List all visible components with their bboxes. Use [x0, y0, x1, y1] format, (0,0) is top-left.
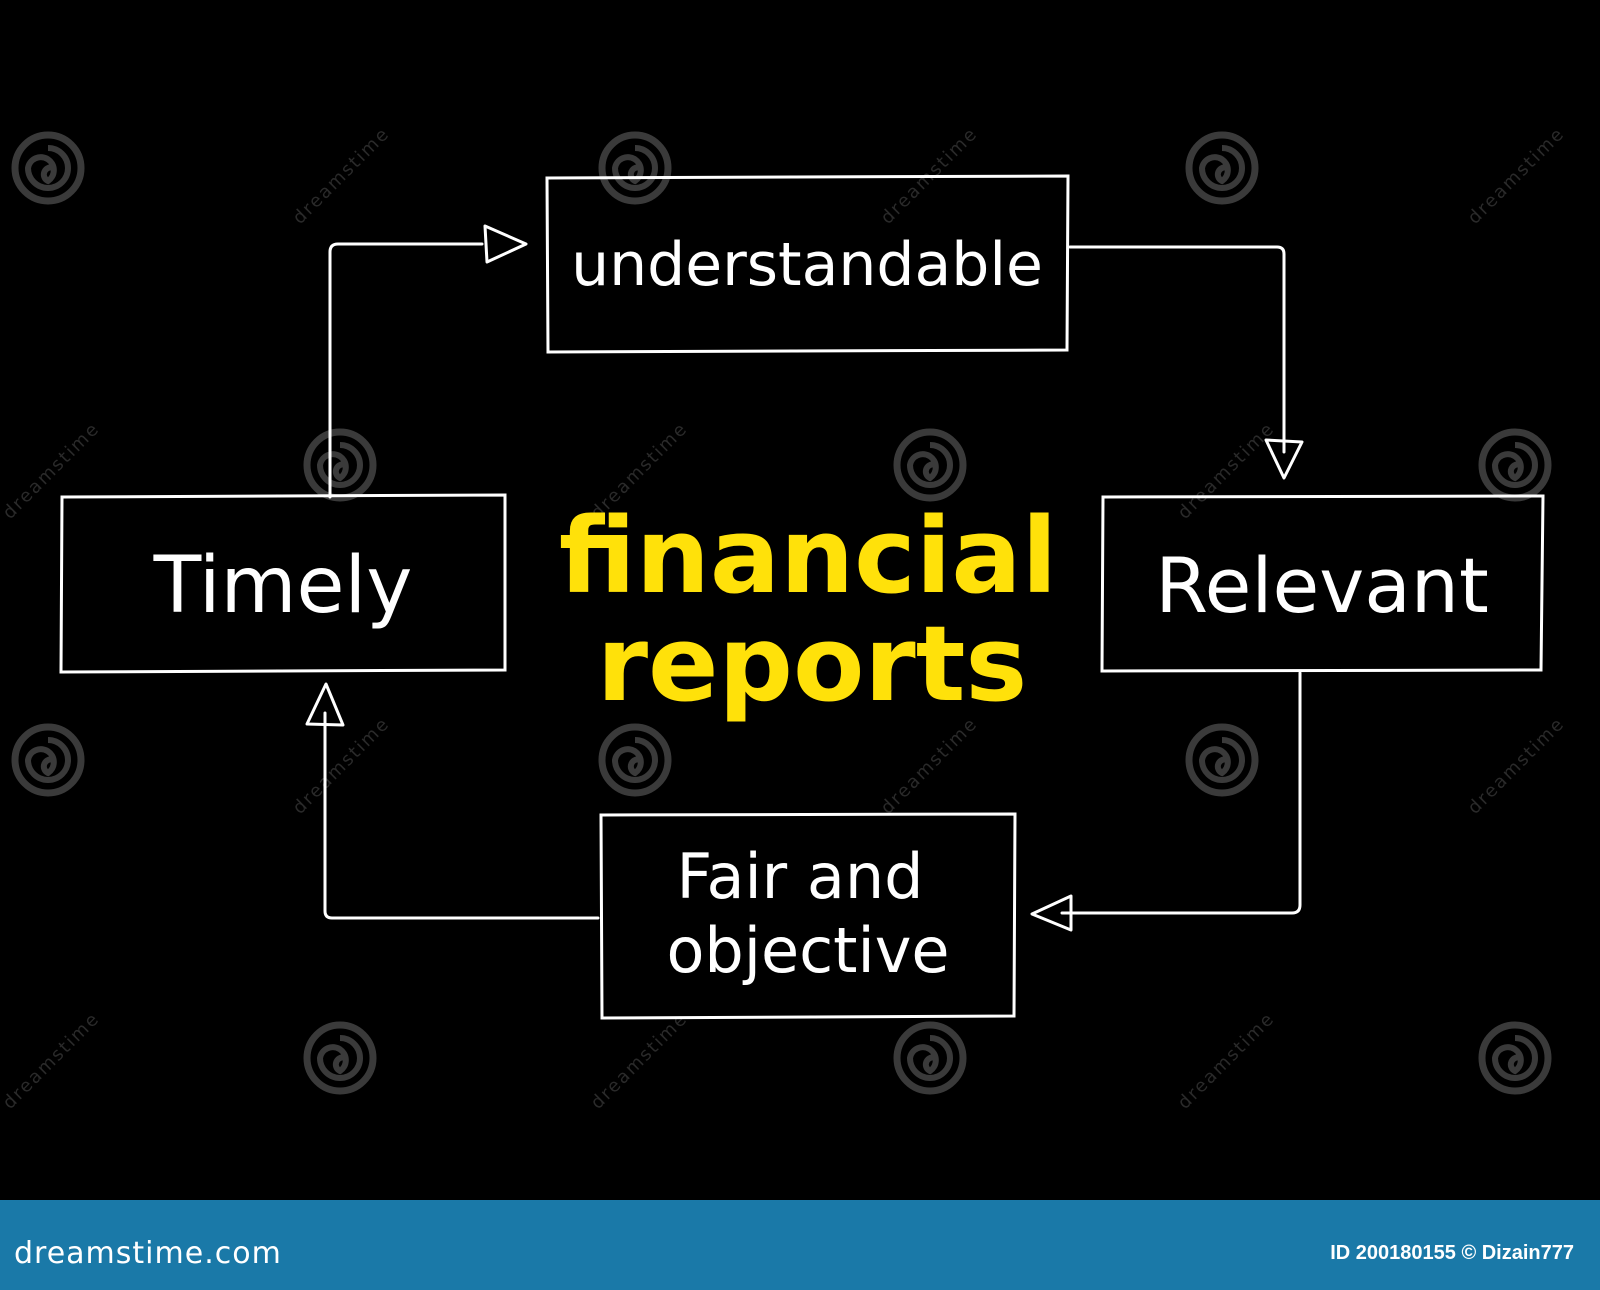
spiral-logo-icon: [1482, 1025, 1548, 1091]
connector-top-to-right: [1068, 245, 1286, 454]
arrowheads: [305, 224, 1304, 932]
arrow-down-icon: [1264, 438, 1304, 480]
arrow-left-icon: [1030, 894, 1073, 932]
spiral-logo-icon: [307, 432, 373, 498]
node-objective: objective: [666, 914, 949, 987]
cycle-diagram: dreamstime dreamstime dreamstime dreamst…: [0, 123, 1569, 1113]
spiral-logo-icon: [602, 727, 668, 793]
arrow-right-icon: [483, 224, 528, 264]
node-relevant: Relevant: [1155, 541, 1489, 630]
node-boxes: [59, 174, 1545, 1020]
node-fair-and: Fair and: [676, 840, 923, 913]
spiral-logo-icon: [1189, 135, 1255, 201]
node-understandable: understandable: [571, 230, 1043, 300]
spiral-logo-icon: [15, 135, 81, 201]
spiral-logo-icon: [602, 135, 668, 201]
box-understandable: [545, 174, 1070, 354]
box-fair-objective: [599, 812, 1017, 1020]
connector-bottom-to-left: [323, 711, 600, 920]
node-timely: Timely: [153, 541, 413, 631]
spiral-logo-icon: [897, 1025, 963, 1091]
spiral-logo-icon: [897, 432, 963, 498]
spiral-logo-icon: [1482, 432, 1548, 498]
center-title-line1: financial: [559, 495, 1057, 617]
watermark-text: dreamstime: [1174, 418, 1279, 523]
watermark-text: dreamstime: [1174, 1008, 1279, 1113]
footer-brand[interactable]: dreamstime.com: [14, 1236, 282, 1271]
watermark-text: dreamstime: [1464, 123, 1569, 228]
watermark-text: dreamstime: [0, 1008, 104, 1113]
spiral-logo-icon: [307, 1025, 373, 1091]
watermark-text: dreamstime: [289, 123, 394, 228]
arrow-up-icon: [305, 682, 345, 727]
watermark-text: dreamstime: [0, 418, 104, 523]
spiral-logo-icon: [1189, 727, 1255, 793]
box-relevant: [1100, 494, 1545, 673]
connector-left-to-top: [328, 242, 484, 499]
watermark-text: dreamstime: [289, 713, 394, 818]
watermark-text: dreamstime: [877, 713, 982, 818]
watermark-text: dreamstime: [1464, 713, 1569, 818]
footer-image-id: ID 200180155 © Dizain777: [1330, 1242, 1574, 1264]
footer-bar: dreamstime.com ID 200180155 © Dizain777: [0, 1200, 1600, 1290]
connectors: [323, 242, 1302, 920]
box-timely: [59, 493, 507, 674]
center-title-line2: reports: [597, 603, 1028, 725]
spiral-logo-icon: [15, 727, 81, 793]
connector-right-to-bottom: [1060, 671, 1302, 915]
watermark-text: dreamstime: [587, 1008, 692, 1113]
